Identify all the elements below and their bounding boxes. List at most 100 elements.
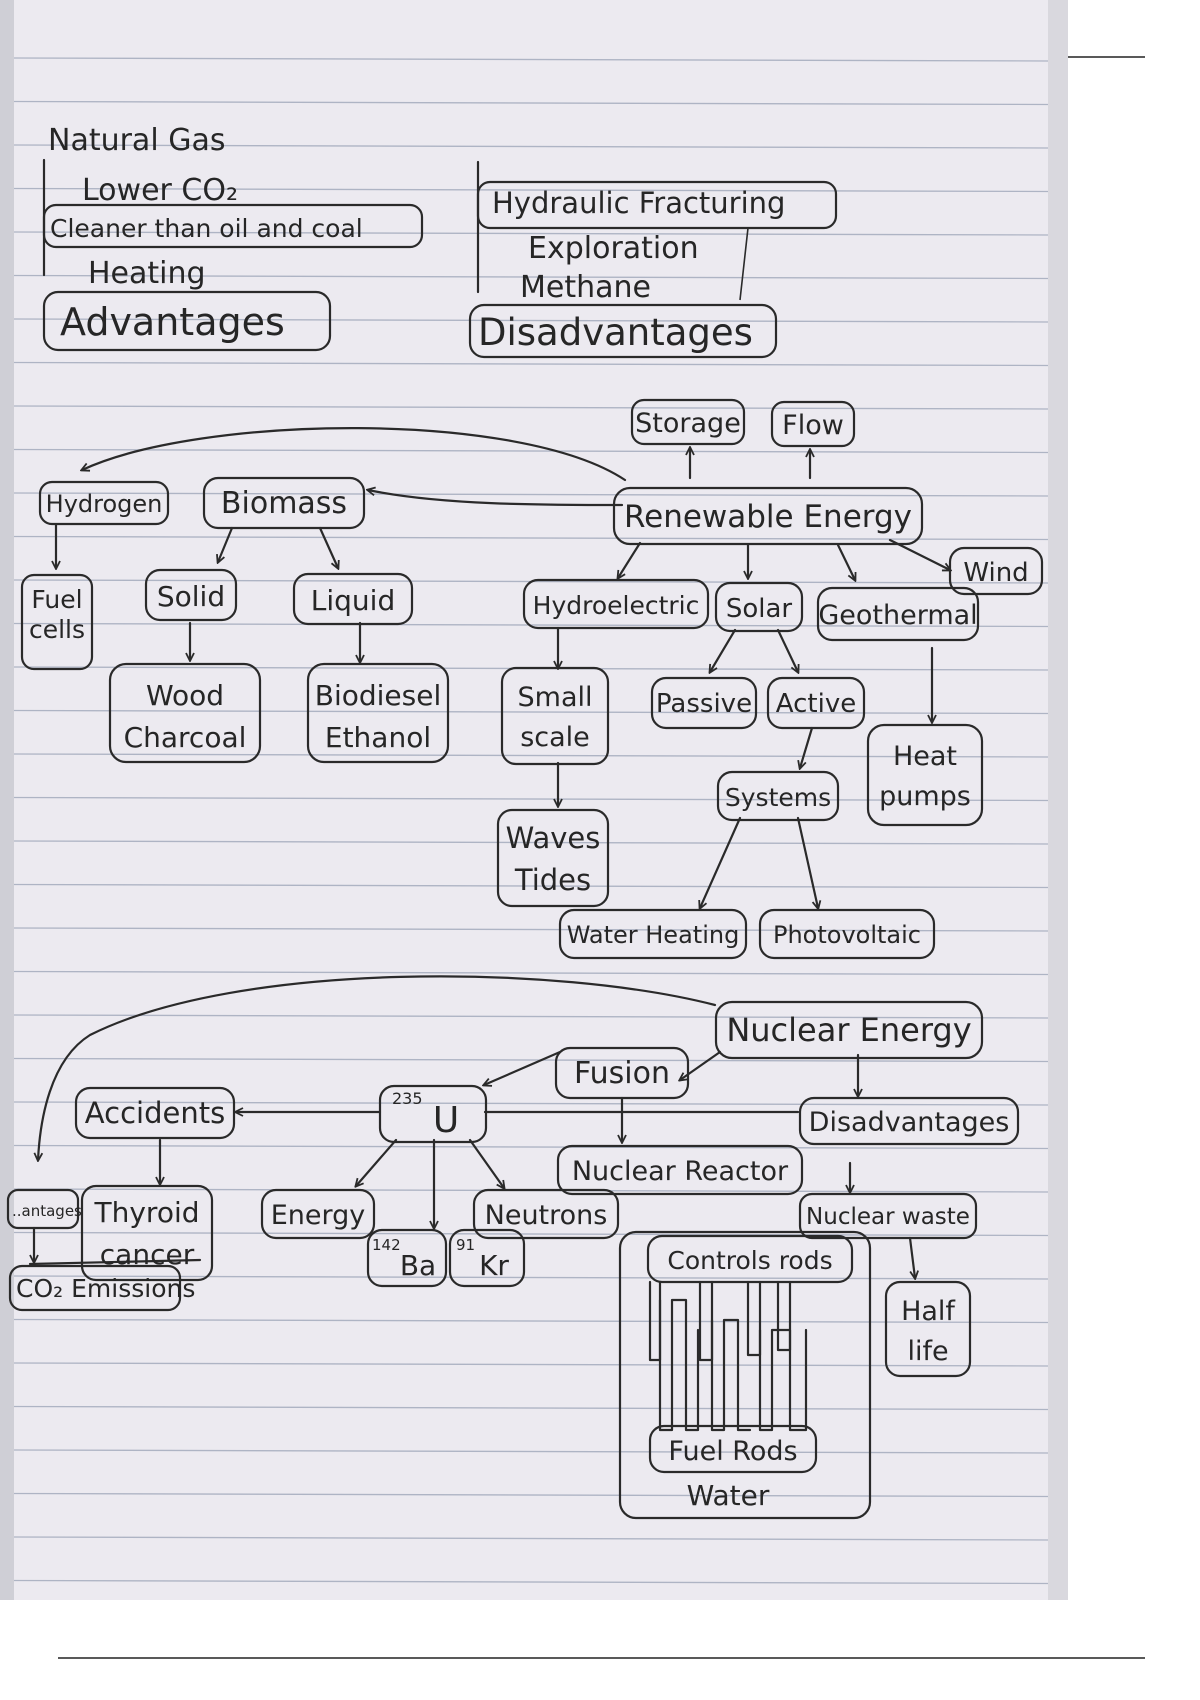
heat-pumps-node xyxy=(866,723,984,827)
neutrons-node xyxy=(472,1188,620,1240)
krypton-mass-number: 91 xyxy=(456,1236,475,1254)
nuclear-reactor-label: Nuclear Reactor xyxy=(572,1156,789,1187)
geothermal-label: Geothermal xyxy=(818,600,977,631)
ruled-line xyxy=(13,970,1049,976)
ruled-line xyxy=(13,535,1049,541)
ruled-line xyxy=(13,1057,1049,1063)
advantages-partial-label: ..antages xyxy=(12,1202,82,1220)
water-heating-label: Water Heating xyxy=(567,921,740,949)
solar-label: Solar xyxy=(726,594,793,624)
disadvantages-label: Disadvantages xyxy=(478,311,753,354)
storage-node xyxy=(630,398,746,446)
ruled-line xyxy=(13,796,1049,802)
geothermal-node xyxy=(816,586,980,642)
ruled-line xyxy=(13,1231,1049,1237)
uranium-node xyxy=(378,1084,488,1144)
emissions-label: CO₂ Emissions xyxy=(16,1274,195,1303)
ruled-line xyxy=(13,1101,1049,1106)
biomass-label: Biomass xyxy=(221,486,347,521)
uranium-symbol: U xyxy=(433,1100,459,1141)
ruled-line xyxy=(13,448,1049,454)
ruled-line xyxy=(13,405,1049,410)
advantages-item: Lower CO₂ xyxy=(82,173,238,208)
advantages-partial-node xyxy=(6,1188,80,1230)
biomass-node xyxy=(202,476,366,530)
ruled-line xyxy=(13,1492,1049,1498)
nuclear-energy-label: Nuclear Energy xyxy=(726,1011,971,1049)
ruled-line xyxy=(13,318,1049,323)
nuclear-waste-label: Nuclear waste xyxy=(806,1204,970,1230)
renewable-energy-node xyxy=(612,486,924,546)
uranium-mass-number: 235 xyxy=(392,1089,423,1108)
waves-tides-node xyxy=(496,808,610,908)
fuel-cells-node xyxy=(20,573,94,671)
hydrogen-label: Hydrogen xyxy=(46,490,163,518)
renewable-connectors xyxy=(56,427,950,908)
small-scale-node xyxy=(500,666,610,766)
barium-mass-number: 142 xyxy=(372,1236,401,1254)
active-label: Active xyxy=(776,689,856,719)
advantages-box xyxy=(42,290,332,352)
nuclear-disadvantages-label: Disadvantages xyxy=(809,1107,1010,1138)
barium-symbol: Ba xyxy=(400,1249,436,1282)
ruled-line xyxy=(13,361,1049,367)
fusion-label: Fusion xyxy=(574,1056,670,1091)
flow-label: Flow xyxy=(782,410,844,441)
rod-schematic xyxy=(648,1280,808,1432)
advantages-item-box xyxy=(42,203,424,249)
ruled-line xyxy=(13,1579,1049,1585)
wood-charcoal-node xyxy=(108,662,262,764)
advantages-label: Advantages xyxy=(60,300,285,344)
emissions-node xyxy=(8,1264,182,1312)
disadvantages-item: Methane xyxy=(520,270,651,305)
photovoltaic-label: Photovoltaic xyxy=(773,921,921,949)
disadvantages-item: Hydraulic Fracturing xyxy=(492,186,785,220)
hydroelectric-label: Hydroelectric xyxy=(533,591,700,620)
ruled-line xyxy=(13,231,1049,236)
advantages-item: Cleaner than oil and coal xyxy=(50,214,363,243)
ruled-line xyxy=(13,1449,1049,1454)
ruled-line xyxy=(13,753,1049,758)
krypton-symbol: Kr xyxy=(479,1249,509,1282)
natural-gas-title: Natural Gas xyxy=(48,123,225,158)
ruled-line xyxy=(13,709,1049,715)
wind-node xyxy=(948,546,1044,596)
active-node xyxy=(766,676,866,730)
biodiesel-ethanol-node xyxy=(306,662,450,764)
nuclear-disadvantages-node xyxy=(798,1096,1020,1146)
control-rods-node xyxy=(646,1234,854,1284)
fuel-rods-node xyxy=(648,1424,818,1474)
ruled-line xyxy=(13,1405,1049,1411)
ruled-line xyxy=(13,927,1049,932)
passive-node xyxy=(650,676,758,730)
thyroid-cancer-node xyxy=(80,1184,214,1282)
ruled-line xyxy=(13,187,1049,193)
ruled-lines xyxy=(13,57,1049,1585)
solar-node xyxy=(714,581,804,633)
nuclear-waste-node xyxy=(798,1192,978,1240)
passive-label: Passive xyxy=(656,689,752,719)
neutrons-label: Neutrons xyxy=(485,1200,608,1231)
nuclear-reactor-node xyxy=(556,1144,804,1196)
solid-node xyxy=(144,568,238,622)
nuclear-energy-node xyxy=(714,1000,984,1060)
flow-node xyxy=(770,400,856,448)
ruled-line xyxy=(13,100,1049,106)
advantages-item: Heating xyxy=(88,256,206,291)
ruled-line xyxy=(13,1362,1049,1367)
liquid-label: Liquid xyxy=(311,584,395,617)
half-life-node xyxy=(884,1280,972,1378)
ruled-line xyxy=(13,1275,1049,1280)
solid-label: Solid xyxy=(157,580,225,613)
ruled-line xyxy=(13,1144,1049,1150)
fuel-rods-label: Fuel Rods xyxy=(668,1436,797,1467)
energy-node xyxy=(260,1188,376,1240)
hydrogen-node xyxy=(38,480,170,526)
water-label: Water xyxy=(687,1479,770,1512)
